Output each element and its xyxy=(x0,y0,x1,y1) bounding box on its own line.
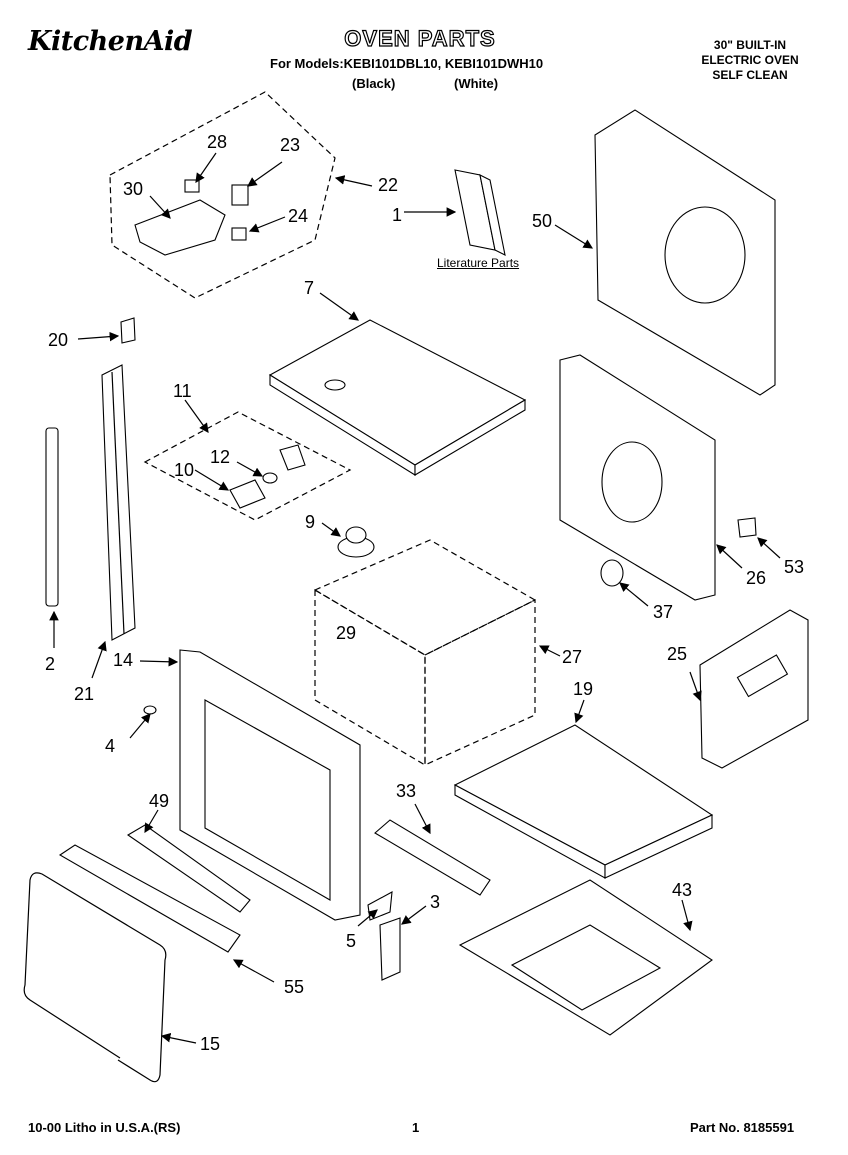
part-7-top-panel xyxy=(268,319,527,466)
callout-22: 22 xyxy=(378,175,399,195)
footer-part-number: Part No. 8185591 xyxy=(690,1120,795,1135)
callout-11: 11 xyxy=(173,381,192,401)
callout-29: 29 xyxy=(336,623,357,643)
callout-26: 26 xyxy=(746,568,767,588)
part-15-door-gasket xyxy=(23,872,167,1083)
part-53-connector xyxy=(737,517,757,538)
callout-43: 43 xyxy=(672,880,693,900)
callout-10: 10 xyxy=(174,460,195,480)
spec-line-2: ELECTRIC OVEN xyxy=(701,53,799,67)
callout-27: 27 xyxy=(562,647,583,667)
callout-15: 15 xyxy=(200,1034,221,1054)
callout-3: 3 xyxy=(430,892,441,912)
spec-line-1: 30" BUILT-IN xyxy=(713,38,787,52)
callout-1: 1 xyxy=(392,205,403,225)
part-49-strip xyxy=(126,824,251,913)
callout-7: 7 xyxy=(304,278,315,298)
callout-55: 55 xyxy=(284,977,305,997)
part-24-fuse xyxy=(231,227,247,241)
models-line: For Models:KEBI101DBL10, KEBI101DWH10 xyxy=(270,56,544,71)
part-3-bracket xyxy=(379,917,401,981)
callout-5: 5 xyxy=(346,931,357,951)
callout-21: 21 xyxy=(74,684,95,704)
part-10-vent xyxy=(229,479,266,509)
part-23-switch xyxy=(231,184,249,206)
part-5-bracket xyxy=(367,891,393,921)
callout-2: 2 xyxy=(45,654,56,674)
variant-black: (Black) xyxy=(352,76,396,91)
brand-logo: KitchenAid xyxy=(28,26,193,57)
spec-line-3: SELF CLEAN xyxy=(712,68,788,82)
page-title: OVEN PARTS xyxy=(344,25,496,51)
part-12-light xyxy=(262,472,278,484)
callout-23: 23 xyxy=(280,135,301,155)
callout-14: 14 xyxy=(113,650,134,670)
part-55-vent-trim xyxy=(58,844,241,953)
callout-20: 20 xyxy=(48,330,69,350)
part-4-screw xyxy=(143,705,157,715)
part-2-rail xyxy=(45,427,59,607)
callout-12: 12 xyxy=(210,447,231,467)
part-50-opening xyxy=(664,206,746,304)
callout-33: 33 xyxy=(396,781,417,801)
footer-litho: 10-00 Litho in U.S.A.(RS) xyxy=(28,1120,181,1135)
part-28-switch xyxy=(184,179,200,193)
callout-37: 37 xyxy=(653,602,674,622)
callout-25: 25 xyxy=(667,644,688,664)
literature-parts-label: Literature Parts xyxy=(437,256,520,270)
component-group-22-outline xyxy=(109,91,336,299)
callout-30: 30 xyxy=(123,179,144,199)
part-33-strip xyxy=(374,819,491,896)
callout-50: 50 xyxy=(532,211,553,231)
part-30-bracket xyxy=(134,199,226,256)
callout-4: 4 xyxy=(105,736,116,756)
leader-lines xyxy=(49,152,781,1044)
callout-19: 19 xyxy=(573,679,594,699)
callout-28: 28 xyxy=(207,132,228,152)
footer-page-number: 1 xyxy=(412,1120,420,1135)
callout-53: 53 xyxy=(784,557,805,577)
part-20-bracket xyxy=(120,317,136,344)
part-26-fan-opening xyxy=(601,441,663,523)
part-37-gasket xyxy=(600,559,624,587)
variant-white: (White) xyxy=(454,76,499,91)
callout-9: 9 xyxy=(305,512,316,532)
callout-49: 49 xyxy=(149,791,170,811)
callout-24: 24 xyxy=(288,206,309,226)
